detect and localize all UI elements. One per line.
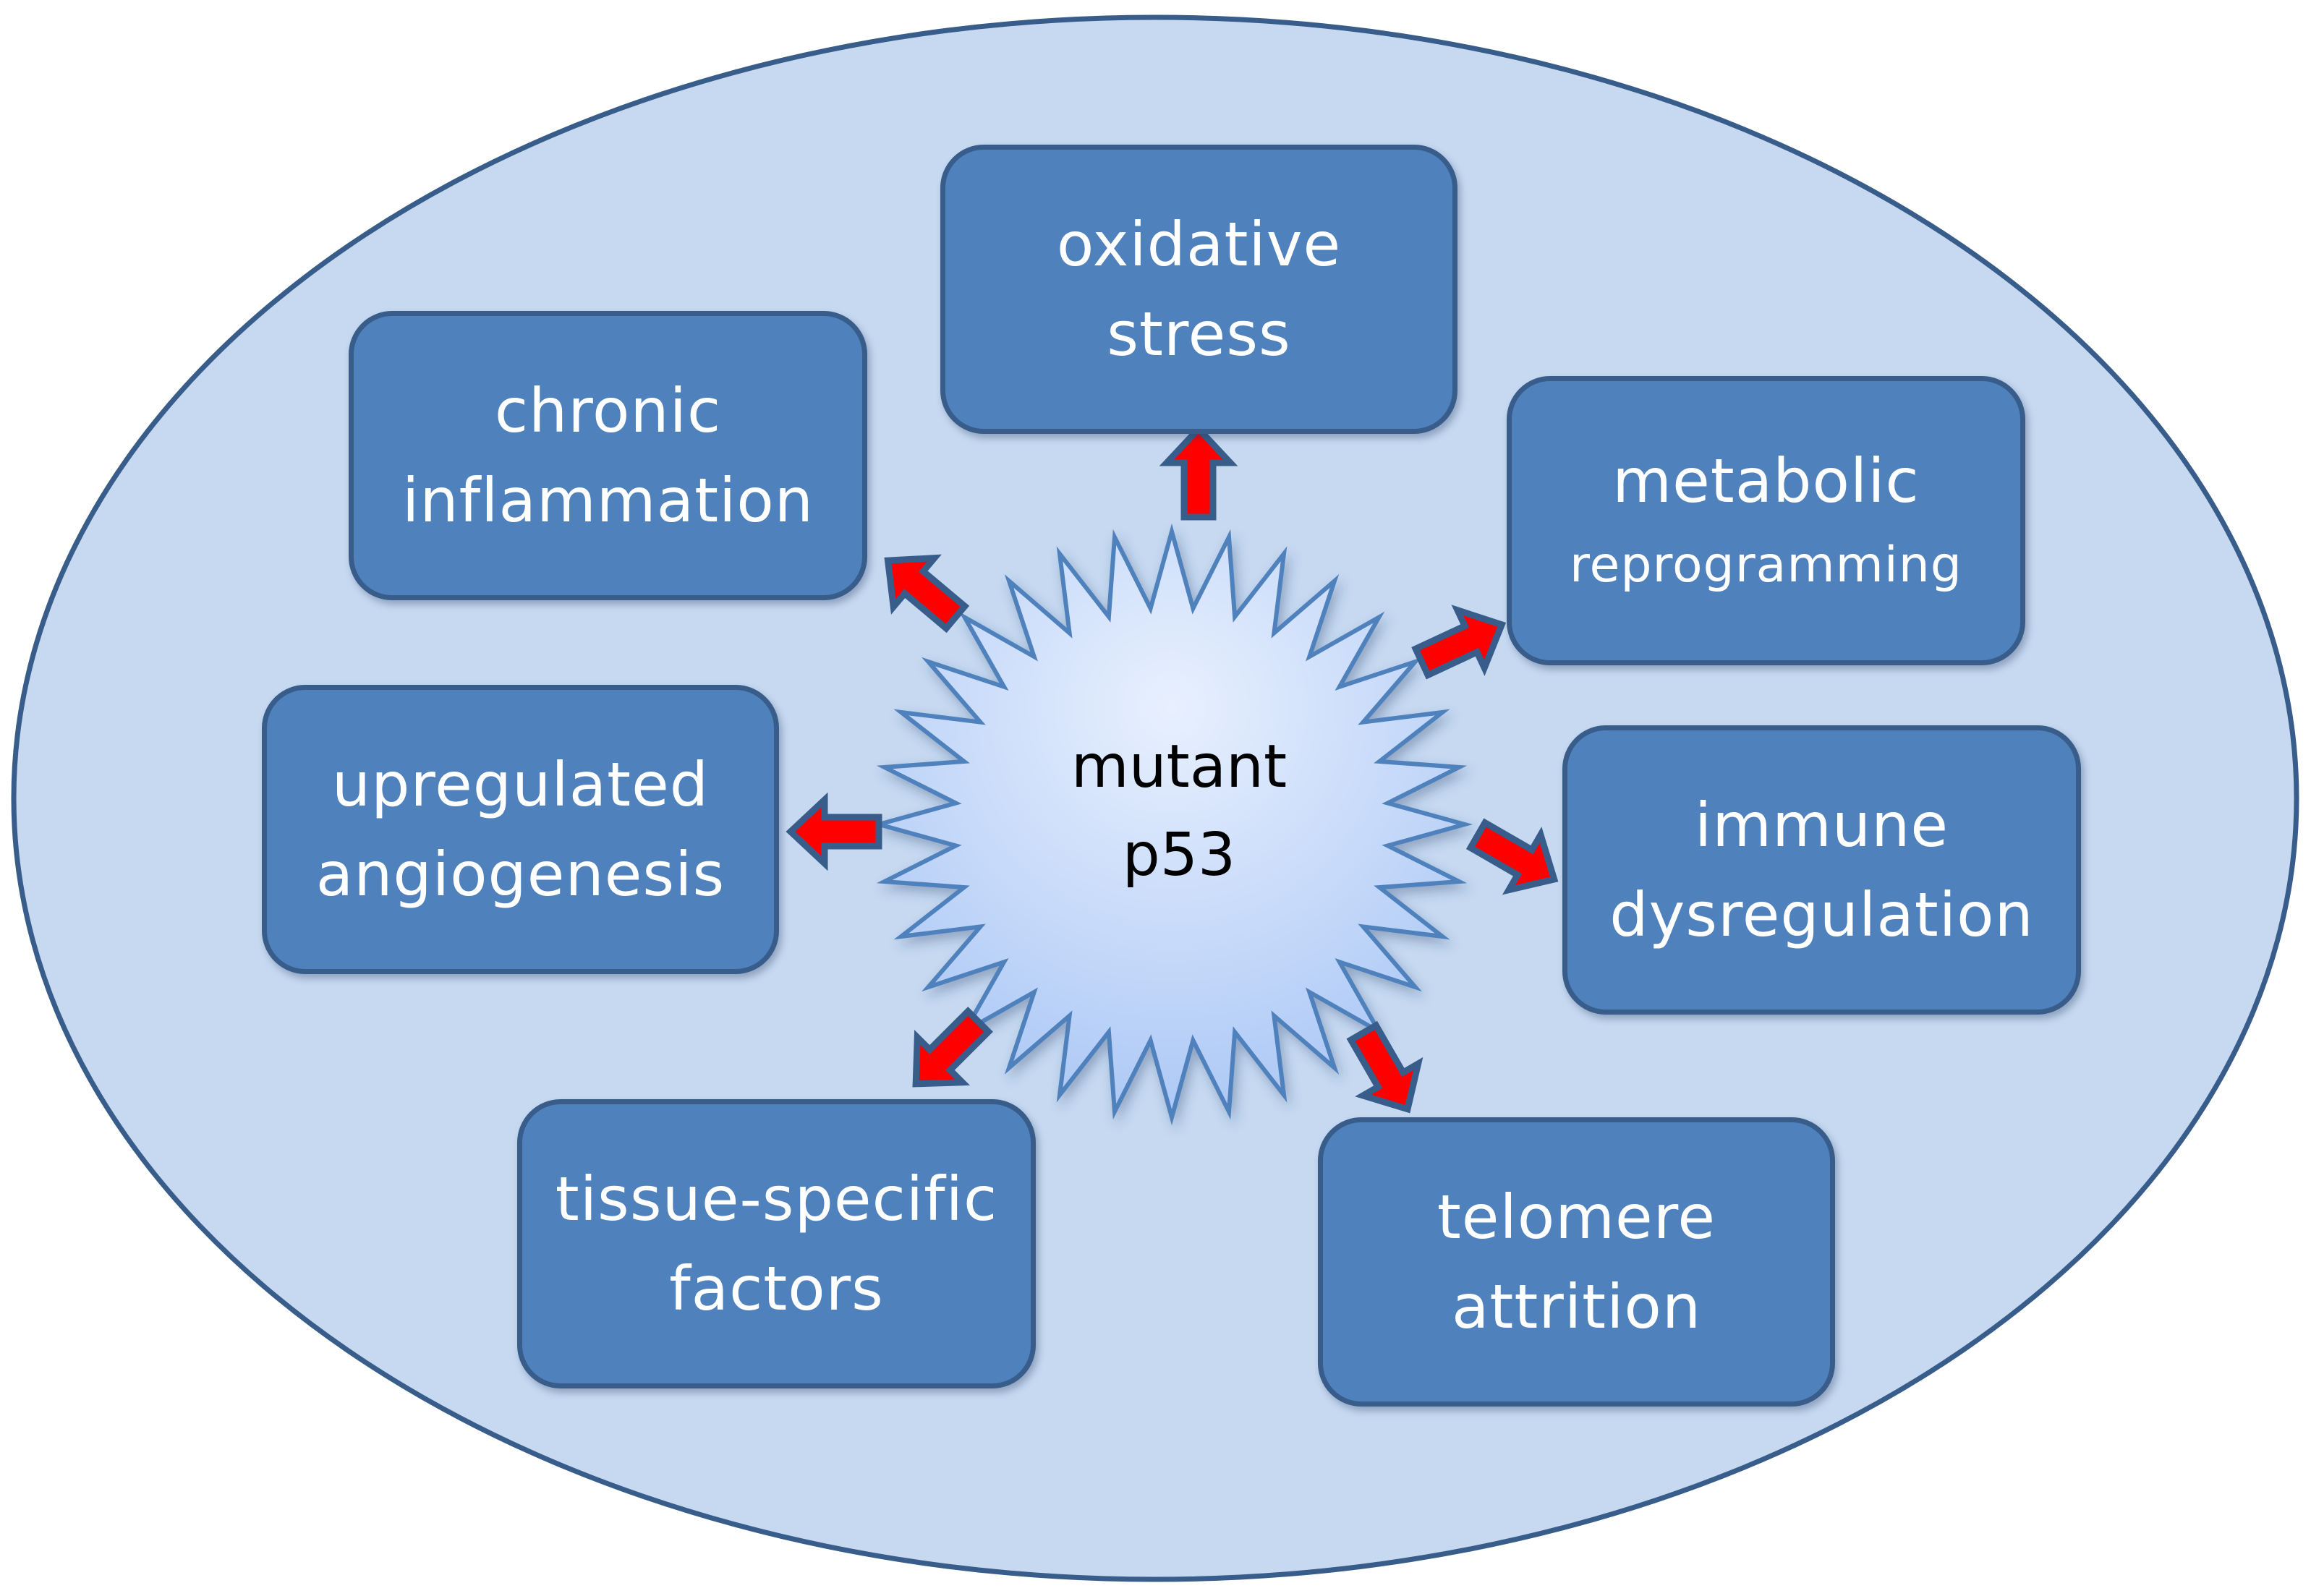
node-immune-dysregulation: immune dysregulation bbox=[1562, 725, 2081, 1015]
node-chronic-inflammation: chronic inflammation bbox=[349, 311, 867, 600]
arrow-to-tissue-specific-factors bbox=[912, 1007, 993, 1088]
node-label-line: angiogenesis bbox=[315, 839, 725, 910]
node-label-line: telomere bbox=[1437, 1182, 1716, 1253]
arrow-to-metabolic-reprogramming bbox=[1411, 605, 1507, 680]
mutant-p53-starburst bbox=[870, 523, 1473, 1126]
arrow-to-upregulated-angiogenesis bbox=[786, 792, 882, 871]
node-label-line: attrition bbox=[1451, 1271, 1702, 1342]
node-metabolic-reprogramming: metabolic reprogramming bbox=[1507, 376, 2025, 665]
arrows-group bbox=[786, 424, 1559, 1114]
node-label-line: factors bbox=[669, 1253, 884, 1324]
node-label-line: metabolic bbox=[1612, 445, 1920, 516]
node-label-line: tissue-specific bbox=[555, 1164, 998, 1234]
arrow-to-telomere-attrition bbox=[1346, 1020, 1423, 1114]
node-label-line: reprogramming bbox=[1570, 537, 1962, 594]
node-label-line: stress bbox=[1107, 299, 1291, 370]
node-oxidative-stress: oxidative stress bbox=[940, 145, 1457, 434]
node-telomere-attrition: telomere attrition bbox=[1318, 1117, 1835, 1407]
node-label-line: inflammation bbox=[402, 465, 814, 536]
arrow-to-oxidative-stress bbox=[1159, 424, 1238, 521]
node-label-line: chronic bbox=[494, 375, 722, 446]
node-upregulated-angiogenesis: upregulated angiogenesis bbox=[262, 685, 779, 974]
node-label-line: dysregulation bbox=[1609, 879, 2034, 950]
arrow-to-chronic-inflammation bbox=[884, 554, 970, 633]
center-label-line: mutant bbox=[1071, 733, 1288, 801]
center-label-mutant-p53: mutant p53 bbox=[1027, 723, 1331, 900]
node-label-line: upregulated bbox=[331, 749, 710, 820]
arrow-to-immune-dysregulation bbox=[1465, 818, 1559, 895]
node-tissue-specific-factors: tissue-specific factors bbox=[517, 1099, 1036, 1388]
center-label-line: p53 bbox=[1122, 821, 1236, 889]
node-label-line: oxidative bbox=[1056, 209, 1342, 280]
node-label-line: immune bbox=[1694, 790, 1949, 861]
